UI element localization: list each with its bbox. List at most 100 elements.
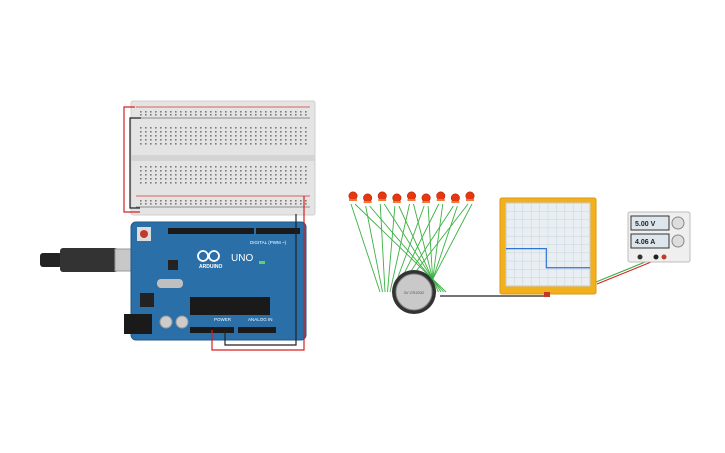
breadboard-hole[interactable] [285, 178, 287, 180]
breadboard-hole[interactable] [155, 127, 157, 129]
breadboard-hole[interactable] [185, 114, 187, 116]
breadboard-hole[interactable] [275, 139, 277, 141]
breadboard-hole[interactable] [295, 143, 297, 145]
breadboard-hole[interactable] [165, 203, 167, 205]
breadboard-hole[interactable] [285, 127, 287, 129]
oscilloscope[interactable] [499, 197, 597, 297]
breadboard-hole[interactable] [280, 203, 282, 205]
breadboard-hole[interactable] [205, 135, 207, 137]
breadboard-hole[interactable] [210, 174, 212, 176]
breadboard-hole[interactable] [260, 111, 262, 113]
breadboard[interactable] [130, 100, 316, 216]
breadboard-hole[interactable] [205, 143, 207, 145]
breadboard-hole[interactable] [220, 135, 222, 137]
breadboard-hole[interactable] [200, 131, 202, 133]
breadboard-hole[interactable] [200, 135, 202, 137]
breadboard-hole[interactable] [280, 143, 282, 145]
breadboard-hole[interactable] [190, 135, 192, 137]
breadboard-hole[interactable] [295, 135, 297, 137]
breadboard-hole[interactable] [270, 178, 272, 180]
breadboard-hole[interactable] [295, 178, 297, 180]
breadboard-hole[interactable] [145, 174, 147, 176]
breadboard-hole[interactable] [200, 182, 202, 184]
breadboard-hole[interactable] [190, 182, 192, 184]
breadboard-hole[interactable] [155, 178, 157, 180]
breadboard-hole[interactable] [250, 135, 252, 137]
breadboard-hole[interactable] [180, 111, 182, 113]
breadboard-hole[interactable] [300, 127, 302, 129]
breadboard-hole[interactable] [265, 200, 267, 202]
breadboard-hole[interactable] [285, 182, 287, 184]
breadboard-hole[interactable] [265, 114, 267, 116]
led-wire-anode[interactable] [350, 203, 381, 293]
breadboard-hole[interactable] [195, 127, 197, 129]
led[interactable] [406, 191, 416, 201]
breadboard-hole[interactable] [255, 203, 257, 205]
breadboard-hole[interactable] [245, 127, 247, 129]
breadboard-hole[interactable] [240, 170, 242, 172]
breadboard-hole[interactable] [235, 131, 237, 133]
breadboard-hole[interactable] [240, 131, 242, 133]
breadboard-hole[interactable] [255, 143, 257, 145]
breadboard-hole[interactable] [195, 135, 197, 137]
breadboard-hole[interactable] [180, 174, 182, 176]
breadboard-hole[interactable] [210, 200, 212, 202]
led-wire-anode[interactable] [387, 205, 396, 293]
breadboard-hole[interactable] [235, 182, 237, 184]
breadboard-hole[interactable] [265, 174, 267, 176]
breadboard-hole[interactable] [280, 182, 282, 184]
breadboard-hole[interactable] [305, 203, 307, 205]
breadboard-hole[interactable] [200, 170, 202, 172]
breadboard-hole[interactable] [195, 203, 197, 205]
breadboard-hole[interactable] [260, 135, 262, 137]
breadboard-hole[interactable] [185, 200, 187, 202]
breadboard-hole[interactable] [240, 182, 242, 184]
breadboard-hole[interactable] [280, 127, 282, 129]
breadboard-hole[interactable] [285, 203, 287, 205]
breadboard-hole[interactable] [245, 170, 247, 172]
current-knob[interactable] [671, 234, 685, 248]
breadboard-hole[interactable] [190, 178, 192, 180]
breadboard-hole[interactable] [180, 139, 182, 141]
breadboard-hole[interactable] [165, 135, 167, 137]
breadboard-hole[interactable] [265, 166, 267, 168]
breadboard-hole[interactable] [215, 143, 217, 145]
breadboard-hole[interactable] [300, 166, 302, 168]
breadboard-hole[interactable] [235, 114, 237, 116]
breadboard-hole[interactable] [285, 131, 287, 133]
breadboard-hole[interactable] [235, 170, 237, 172]
breadboard-hole[interactable] [230, 170, 232, 172]
breadboard-hole[interactable] [160, 203, 162, 205]
breadboard-hole[interactable] [155, 200, 157, 202]
breadboard-hole[interactable] [185, 182, 187, 184]
voltage-knob[interactable] [671, 216, 685, 230]
breadboard-hole[interactable] [255, 131, 257, 133]
breadboard-hole[interactable] [180, 170, 182, 172]
breadboard-hole[interactable] [145, 200, 147, 202]
breadboard-hole[interactable] [205, 182, 207, 184]
breadboard-hole[interactable] [255, 114, 257, 116]
breadboard-hole[interactable] [305, 178, 307, 180]
breadboard-hole[interactable] [180, 114, 182, 116]
breadboard-hole[interactable] [225, 114, 227, 116]
breadboard-hole[interactable] [285, 111, 287, 113]
breadboard-hole[interactable] [160, 127, 162, 129]
breadboard-hole[interactable] [255, 139, 257, 141]
breadboard-hole[interactable] [240, 139, 242, 141]
led[interactable] [348, 191, 358, 201]
breadboard-hole[interactable] [140, 143, 142, 145]
breadboard-hole[interactable] [150, 174, 152, 176]
breadboard-hole[interactable] [270, 114, 272, 116]
breadboard-hole[interactable] [215, 174, 217, 176]
breadboard-hole[interactable] [300, 182, 302, 184]
breadboard-hole[interactable] [270, 170, 272, 172]
breadboard-hole[interactable] [180, 203, 182, 205]
breadboard-hole[interactable] [270, 166, 272, 168]
breadboard-hole[interactable] [190, 174, 192, 176]
breadboard-hole[interactable] [195, 178, 197, 180]
breadboard-hole[interactable] [150, 203, 152, 205]
breadboard-hole[interactable] [150, 131, 152, 133]
breadboard-hole[interactable] [145, 139, 147, 141]
breadboard-hole[interactable] [245, 114, 247, 116]
ground-terminal[interactable] [637, 254, 643, 260]
